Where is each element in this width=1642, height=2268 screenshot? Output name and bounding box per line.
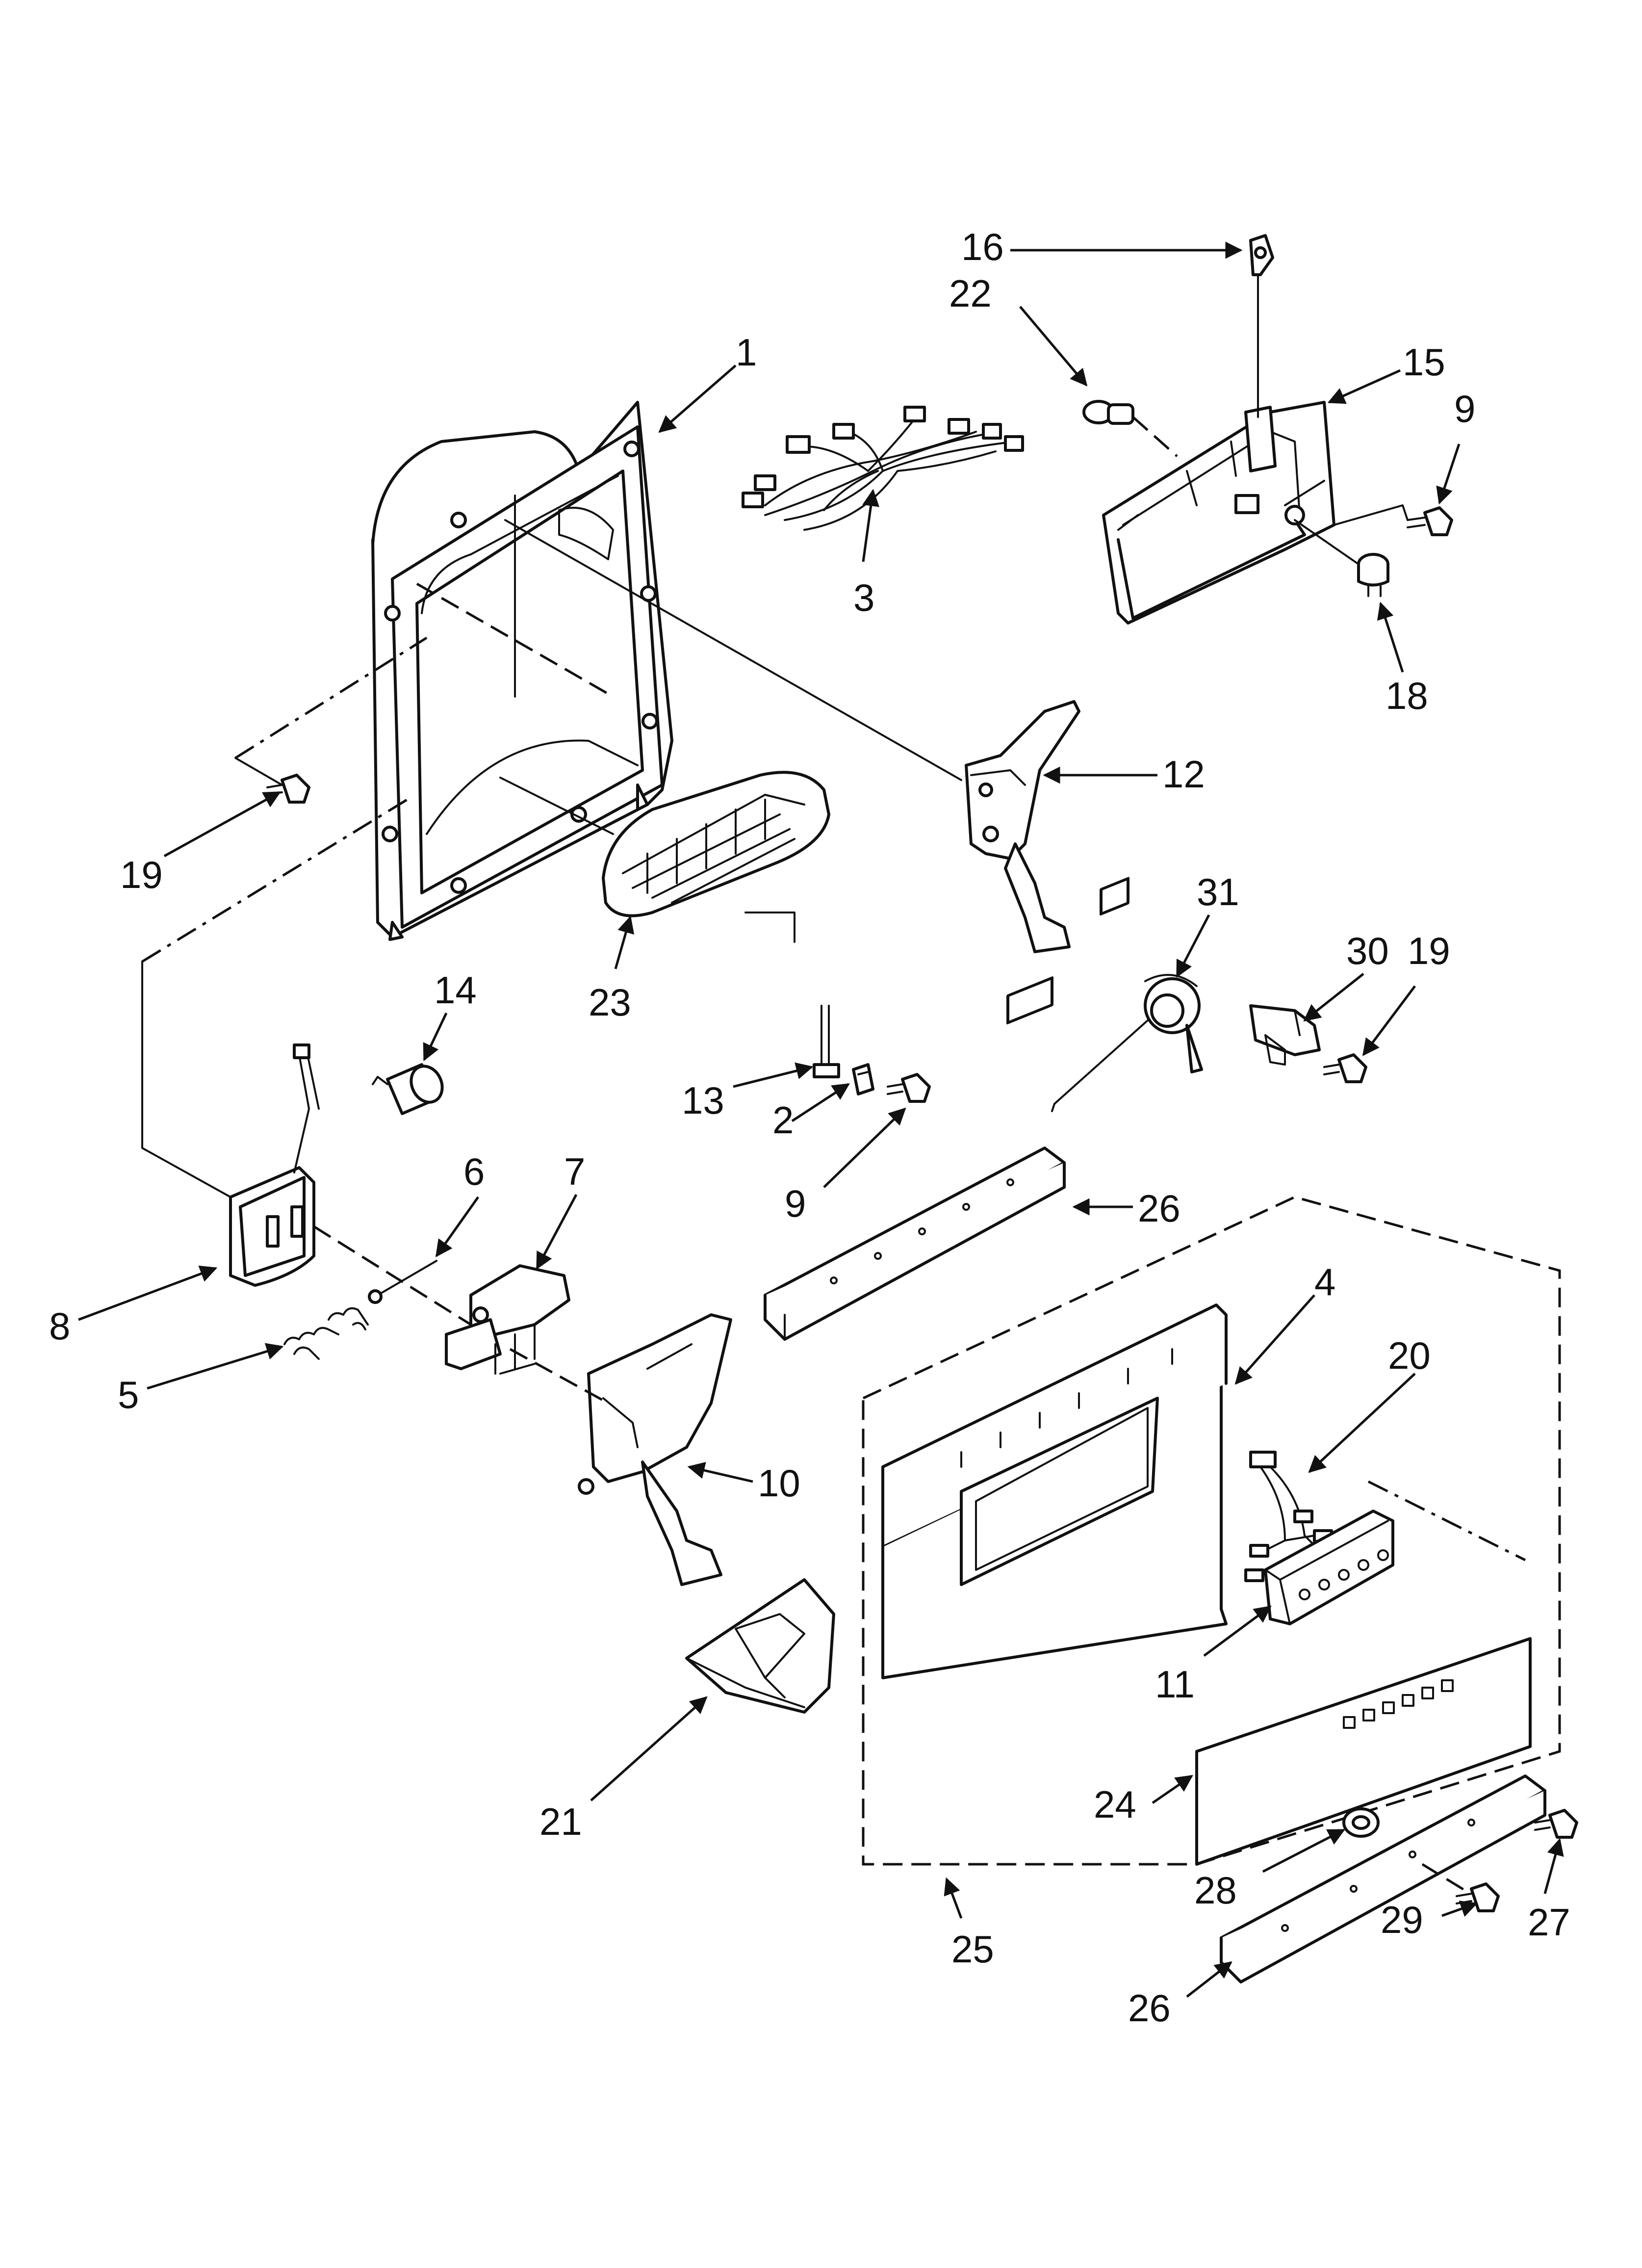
motor-part-31 [1051,974,1203,1112]
wire-harness-part-3 [742,406,1024,531]
callout-21: 21 [539,1800,582,1843]
bracket-part-30 [1249,1004,1321,1066]
callout-24: 24 [1094,1783,1136,1826]
callout-25: 25 [951,1928,994,1971]
callout-15: 15 [1403,340,1445,384]
paddle-part-10 [509,1313,732,1586]
callout-19-left: 19 [120,853,163,896]
callout-6: 6 [463,1150,485,1193]
callout-2: 2 [772,1098,794,1142]
spring-part-5 [283,1307,369,1360]
button-part-28 [1342,1807,1380,1838]
callout-13: 13 [682,1079,724,1122]
leader-lines [78,241,1564,1998]
callout-14: 14 [434,968,477,1012]
assembly-boundary-part-25 [862,1196,1561,1866]
front-panel-part-4 [881,877,1228,1679]
callout-27: 27 [1528,1901,1570,1944]
bracket-part-15 [1102,401,1335,625]
capacitor-part-14 [372,1063,444,1115]
callout-8: 8 [49,1304,70,1348]
pin-part-6 [313,1225,472,1326]
screw-part-19-right [1323,1053,1367,1083]
clip-part-13 [813,1005,840,1078]
callout-12: 12 [1162,753,1205,796]
callout-28: 28 [1194,1869,1237,1912]
switch-part-16 [1249,234,1274,418]
grille-part-23 [602,771,830,943]
callout-23: 23 [589,981,631,1024]
label-panel-part-24 [1195,1637,1532,1866]
screw-part-27 [1534,1809,1578,1839]
socket-part-18 [1294,519,1389,597]
control-board-part-11 [1264,1510,1394,1625]
dispenser-housing-part-1 [371,401,673,941]
callout-1: 1 [736,331,757,374]
callout-labels: 1 3 16 22 15 9 18 12 19 23 31 30 19 14 1… [49,225,1570,2030]
callout-20: 20 [1388,1334,1431,1377]
callout-29: 29 [1381,1898,1423,1941]
screw-part-29 [1421,1863,1500,1912]
callout-26-lower: 26 [1128,1986,1171,2030]
callout-3: 3 [853,576,874,619]
callout-19-right: 19 [1408,929,1450,972]
bulb-part-22 [1082,400,1178,457]
callout-5: 5 [118,1373,139,1416]
callout-18: 18 [1385,674,1428,717]
callout-9-lower: 9 [785,1182,806,1225]
screw-part-9-lower [887,1073,931,1103]
clip-part-2 [852,1063,874,1095]
actuator-part-12 [965,700,1080,953]
rail-part-26-lower [1220,1774,1546,1983]
lever-part-7 [445,1264,570,1375]
callout-16: 16 [961,225,1004,268]
callout-31: 31 [1197,870,1239,913]
solenoid-part-8 [141,798,408,1287]
callout-7: 7 [564,1150,585,1193]
callout-22: 22 [949,272,992,315]
funnel-part-21 [685,1578,835,1714]
callout-4: 4 [1314,1260,1335,1303]
callout-30: 30 [1346,929,1389,972]
callout-26-upper: 26 [1138,1187,1180,1230]
callout-10: 10 [758,1461,800,1505]
callout-9-upper: 9 [1454,387,1475,430]
rail-part-26-upper [764,1147,1066,1341]
callout-11: 11 [1155,1663,1195,1706]
screw-part-9-upper [1333,504,1453,536]
